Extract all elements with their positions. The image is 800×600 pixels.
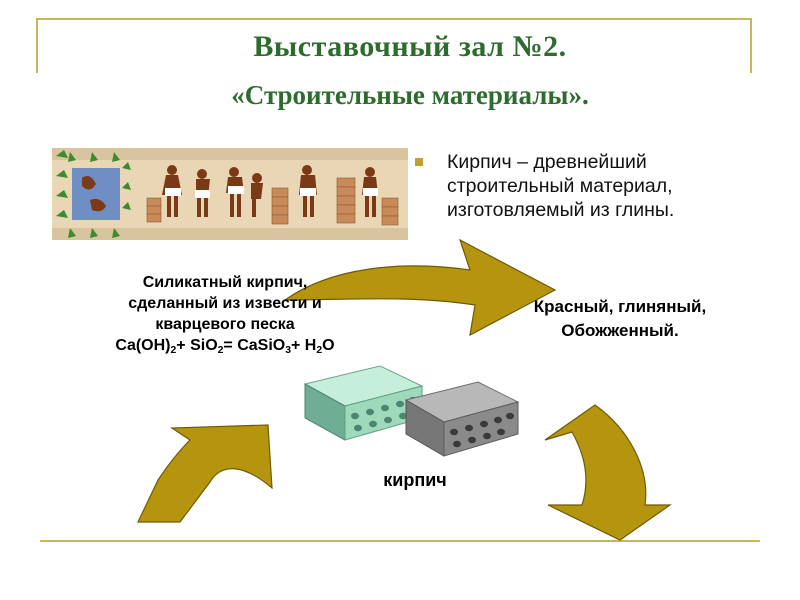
formula-part-2: + SiO [176, 337, 218, 354]
silicate-line-1: Силикатный кирпич, [142, 274, 308, 291]
formula-sub-4: 2 [316, 345, 323, 356]
chemical-formula: Ca(OH)2+ SiO2= CaSiO3+ H2O [60, 335, 390, 361]
formula-sub-1: 2 [170, 345, 177, 356]
egyptian-brickmaking-fresco-image [52, 148, 408, 240]
bullet-item: Кирпич – древнейший строительный материа… [415, 150, 745, 222]
left-curved-arrow [137, 424, 273, 523]
top-curved-arrow [283, 238, 557, 337]
formula-part-4: + H [291, 337, 317, 354]
silicate-brick-text: Силикатный кирпич, сделанный из извести … [60, 272, 390, 361]
bullet-text: Кирпич – древнейший строительный материа… [447, 151, 675, 221]
right-curved-arrow [544, 404, 672, 541]
red-brick-line-2: Обожженный. [561, 321, 679, 340]
frame-top-line [36, 18, 752, 20]
formula-part-3: = CaSiO [223, 337, 286, 354]
formula-part-5: O [322, 337, 335, 354]
frame-bottom-line [40, 540, 760, 542]
formula-sub-2: 2 [217, 345, 224, 356]
silicate-line-3: кварцевого песка [155, 316, 295, 333]
slide-title: Выставочный зал №2. [253, 30, 567, 63]
frame-left-line [36, 18, 38, 73]
frame-right-line [750, 18, 752, 73]
red-brick-text: Красный, глиняный, Обожженный. [500, 295, 740, 343]
slide-subtitle: «Строительные материалы». [231, 80, 589, 110]
center-brick-label: кирпич [383, 470, 447, 490]
silicate-line-2: сделанный из извести и [128, 295, 322, 312]
bullet-marker-icon [415, 158, 423, 166]
silicate-brick-image [303, 365, 424, 441]
formula-part-1: Ca(OH) [115, 337, 171, 354]
grey-brick-image [404, 381, 520, 457]
red-brick-line-1: Красный, глиняный, [533, 297, 707, 316]
formula-sub-3: 3 [285, 345, 292, 356]
